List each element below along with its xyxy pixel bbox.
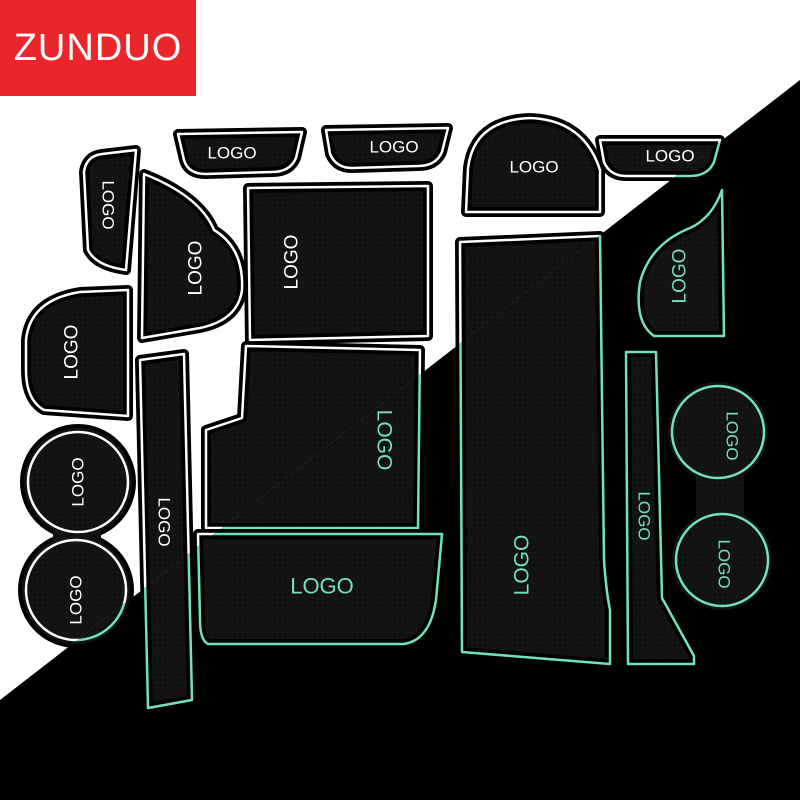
- small-tray-middle-trim: [324, 126, 450, 170]
- dome-pad-trim: [24, 288, 130, 418]
- strip-glow-label: LOGO: [635, 491, 654, 540]
- tall-pad-right-label: LOGO: [511, 535, 534, 596]
- fan-pad-label: LOGO: [186, 241, 207, 296]
- cup-holder-right-trim: [670, 384, 770, 608]
- square-pad-label: LOGO: [282, 235, 303, 290]
- wide-pad-trim: [196, 532, 444, 646]
- narrow-pad-left-trim: [82, 148, 138, 272]
- fan-pad-glow-trim: [637, 188, 726, 338]
- small-tray-right-label: LOGO: [645, 147, 694, 166]
- small-tray-middle-label: LOGO: [369, 138, 418, 157]
- brand-badge: ZUNDUO: [0, 0, 196, 96]
- tall-pad-right-trim: [458, 234, 612, 666]
- notched-pad-label: LOGO: [373, 410, 396, 471]
- cup-holder-left-mat: [18, 424, 136, 648]
- wide-pad-label: LOGO: [290, 574, 354, 599]
- cup-holder-right-label-bottom: LOGO: [715, 539, 734, 588]
- long-strip-label: LOGO: [155, 497, 174, 546]
- small-tray-left-label: LOGO: [207, 144, 256, 163]
- square-pad-trim: [246, 184, 430, 342]
- small-tray-left-trim: [176, 130, 304, 176]
- arch-tray-label: LOGO: [509, 158, 558, 177]
- narrow-pad-left-label: LOGO: [99, 180, 118, 229]
- strip-glow-trim: [624, 350, 696, 666]
- fan-pad-trim: [140, 172, 244, 340]
- arch-tray-trim: [464, 116, 602, 214]
- fan-pad-glow-label: LOGO: [670, 249, 691, 304]
- brand-name: ZUNDUO: [13, 26, 183, 69]
- cup-holder-right-label-top: LOGO: [723, 411, 742, 460]
- cup-holder-left-label-top: LOGO: [69, 457, 88, 506]
- square-pad-mat: [243, 181, 433, 345]
- cup-holder-left-label-bottom: LOGO: [67, 575, 86, 624]
- notched-pad-trim: [204, 344, 422, 530]
- dome-pad-label: LOGO: [62, 325, 83, 380]
- cup-holder-left-trim: [24, 430, 130, 642]
